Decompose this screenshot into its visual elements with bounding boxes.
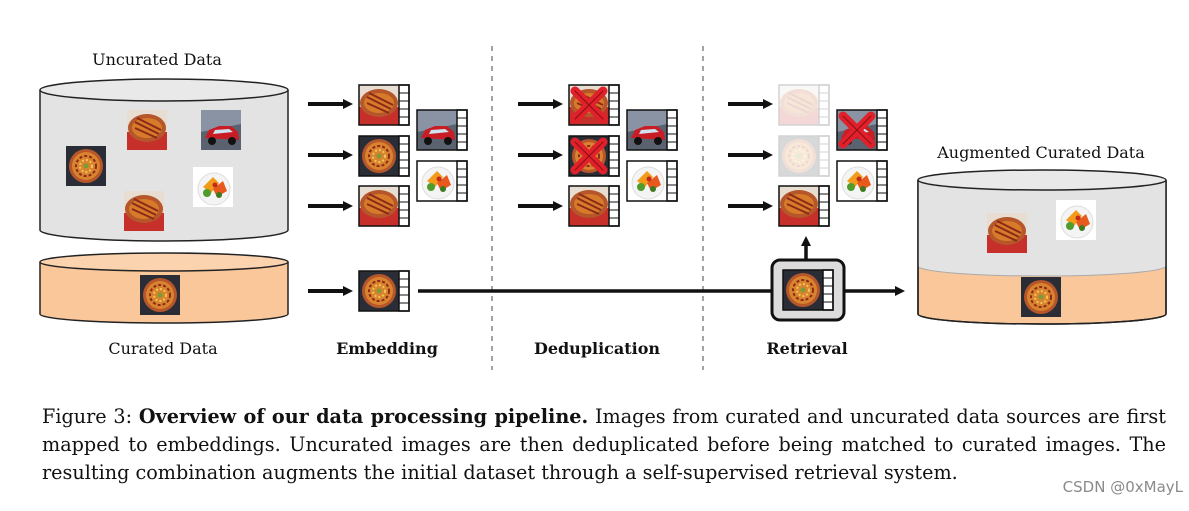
embedding-icon [782,269,834,311]
tart-icon [123,190,165,232]
stage-retrieval-label: Retrieval [766,339,847,358]
caption-body: Images from curated and uncurated data s… [42,405,1166,484]
deduplication-stage [518,84,678,227]
salad-icon [192,166,234,208]
embedding-icon [626,160,678,202]
embedding-icon [568,84,620,126]
caption-prefix: Figure 3: [42,405,139,428]
augmented-label: Augmented Curated Data [936,143,1145,162]
stage-embedding-label: Embedding [336,339,438,358]
tart-icon [139,274,181,316]
embedding-icon [358,270,410,312]
uncurated-label: Uncurated Data [92,50,222,69]
watermark: CSDN @0xMayL [1062,478,1183,496]
curated-label: Curated Data [108,339,218,358]
embedding-icon [416,109,468,151]
tart-icon [986,212,1028,254]
retrieval-stage [728,84,888,322]
tart-icon [65,145,107,187]
curated-database [39,252,289,324]
embedding-icon [778,135,830,177]
uncurated-database [39,78,289,242]
embedding-icon [626,109,678,151]
embedding-icon [778,84,830,126]
database-icon [39,78,289,102]
augmented-database [917,169,1167,325]
embedding-icon [836,109,888,151]
pipeline-diagram: Uncurated Data Curated Data Embedding De… [39,46,1167,370]
salad-icon [1055,199,1097,241]
embedding-icon [778,185,830,227]
embedding-icon [568,135,620,177]
embedding-icon [416,160,468,202]
embedding-icon [358,84,410,126]
tart-icon [126,109,168,151]
stage-deduplication-label: Deduplication [534,339,660,358]
car-icon [201,110,241,150]
caption-title: Overview of our data processing pipeline… [138,405,589,428]
database-icon [917,169,1167,191]
embedding-stage [308,84,468,312]
figure-caption: Figure 3: Overview of our data processin… [42,403,1166,487]
embedding-icon [568,185,620,227]
embedding-icon [358,135,410,177]
embedding-icon [358,185,410,227]
embedding-icon [836,160,888,202]
database-icon [39,252,289,272]
tart-icon [1020,276,1062,318]
